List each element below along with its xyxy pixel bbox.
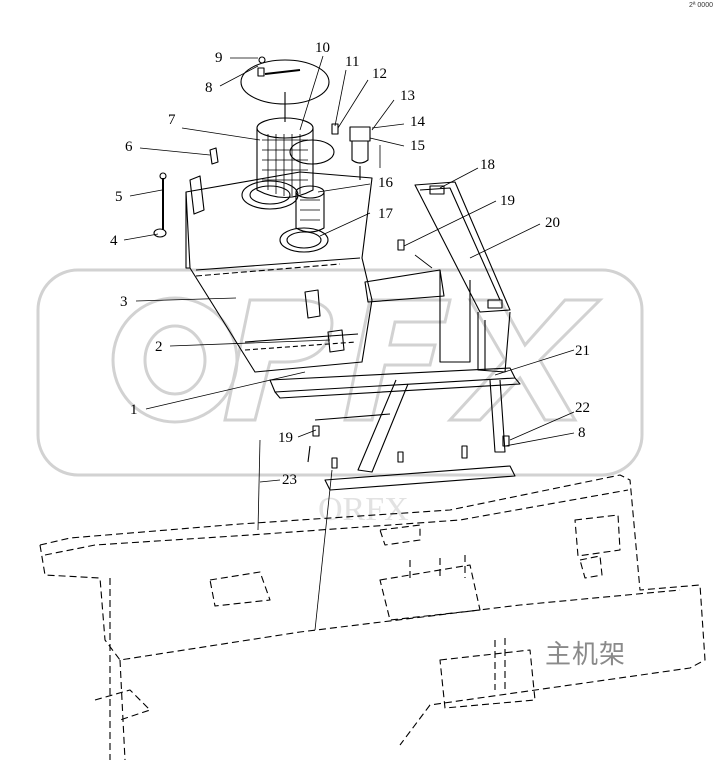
callout-13: 13 <box>400 88 415 104</box>
main-frame-label: 主机架 <box>545 640 627 670</box>
callout-20: 20 <box>545 215 560 231</box>
callout-6: 6 <box>125 139 133 155</box>
watermark-text: ORFX <box>318 491 409 528</box>
corner-mark: 2ª 0000 <box>688 2 713 9</box>
base-frame <box>269 367 521 491</box>
callout-8: 8 <box>205 80 213 96</box>
callout-9: 9 <box>215 50 223 66</box>
tank-bracket <box>364 181 511 373</box>
callout-numbers: 9 8 10 11 12 13 14 15 7 6 5 4 16 17 18 1… <box>110 40 590 488</box>
callout-7: 7 <box>168 112 176 128</box>
main-frame-outline <box>39 474 706 761</box>
callout-8-lower: 8 <box>578 425 586 441</box>
callout-22: 22 <box>575 400 590 416</box>
watermark: ORFX <box>36 268 644 528</box>
callout-4: 4 <box>110 233 118 249</box>
callout-leaders <box>123 55 575 483</box>
small-fasteners <box>153 56 510 469</box>
callout-17: 17 <box>378 206 394 222</box>
callout-11: 11 <box>345 54 359 70</box>
assembly-lines <box>257 145 433 631</box>
callout-3: 3 <box>120 294 128 310</box>
callout-23: 23 <box>282 472 297 488</box>
callout-18: 18 <box>480 157 495 173</box>
callout-5: 5 <box>115 189 123 205</box>
return-filter-assembly <box>240 59 335 210</box>
air-breather <box>349 126 371 180</box>
hydraulic-tank <box>185 171 373 373</box>
callout-15: 15 <box>410 138 425 154</box>
callout-12: 12 <box>372 66 387 82</box>
callout-14: 14 <box>410 114 426 130</box>
callout-19: 19 <box>500 193 515 209</box>
callout-10: 10 <box>315 40 330 56</box>
callout-16: 16 <box>378 175 394 191</box>
suction-strainer <box>279 185 329 253</box>
callout-19-lower: 19 <box>278 430 293 446</box>
callout-2: 2 <box>155 339 163 355</box>
callout-21: 21 <box>575 343 590 359</box>
callout-1: 1 <box>130 402 138 418</box>
